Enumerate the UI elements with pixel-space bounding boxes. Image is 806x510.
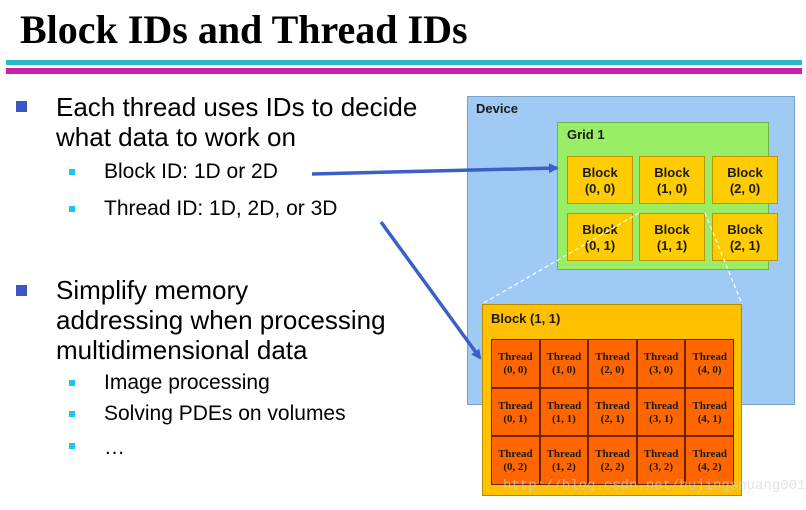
thread-cell: Thread(4, 2) — [685, 436, 734, 485]
bullet-icon — [16, 101, 27, 112]
block-index: (2, 1) — [729, 238, 761, 253]
thread-cell: Thread(2, 1) — [588, 387, 637, 437]
bullet-2-line-1: Simplify memory — [56, 275, 249, 305]
thread-cell: Thread(4, 1) — [685, 387, 734, 437]
zoom-guide-left-top — [481, 212, 640, 305]
block-index: (1, 1) — [656, 238, 688, 253]
block-1-0: Block (1, 0) — [639, 156, 705, 204]
thread-word: Thread — [692, 351, 727, 363]
watermark: http://blog.csdn.net/hujingshuang001 — [503, 478, 806, 494]
thread-cell: Thread(1, 1) — [539, 387, 589, 437]
thread-word: Thread — [546, 351, 582, 363]
sub-bullet-thread-id: Thread ID: 1D, 2D, or 3D — [104, 197, 338, 220]
block-index: (2, 0) — [729, 181, 761, 196]
block-0-1: Block (0, 1) — [567, 213, 633, 261]
sub-bullet-icon — [69, 206, 75, 212]
block-2-1: Block (2, 1) — [712, 213, 778, 261]
thread-cell: Thread(4, 0) — [685, 339, 734, 388]
thread-index: (3, 0) — [649, 364, 673, 376]
thread-word: Thread — [595, 448, 630, 461]
sub-bullet-block-id: Block ID: 1D or 2D — [104, 160, 278, 183]
thread-cell: Thread(0, 0) — [491, 339, 540, 388]
thread-cell: Thread(2, 0) — [588, 339, 637, 388]
thread-index: (3, 1) — [649, 412, 673, 425]
thread-word: Thread — [497, 448, 533, 461]
block-word: Block — [727, 165, 763, 180]
thread-index: (3, 2) — [649, 461, 673, 474]
thread-index: (4, 1) — [697, 412, 722, 425]
thread-index: (0, 0) — [503, 364, 528, 376]
thread-index: (4, 0) — [697, 364, 722, 376]
block-word: Block — [654, 165, 690, 180]
thread-word: Thread — [643, 351, 679, 363]
thread-index: (2, 0) — [600, 364, 625, 376]
arrow-thread-id — [379, 220, 482, 360]
bullet-2-line-2: addressing when processing — [56, 305, 386, 335]
bullet-icon — [16, 285, 27, 296]
grid-label: Grid 1 — [567, 127, 605, 142]
title-rule-cyan — [6, 60, 802, 65]
bullet-1-line-1: Each thread uses IDs to decide — [56, 92, 418, 122]
thread-cell: Thread(3, 0) — [636, 339, 686, 388]
thread-index: (1, 0) — [551, 364, 576, 376]
block-word: Block — [727, 222, 763, 237]
block-index: (1, 0) — [656, 181, 688, 196]
thread-cell: Thread(1, 2) — [539, 436, 589, 485]
block-index: (0, 1) — [584, 238, 616, 253]
block-word: Block — [582, 222, 618, 237]
device-label: Device — [476, 101, 518, 116]
thread-word: Thread — [497, 351, 533, 363]
thread-index: (2, 1) — [600, 412, 625, 425]
arrow-block-id — [311, 163, 559, 176]
thread-grid: Thread(0, 0)Thread(1, 0)Thread(2, 0)Thre… — [491, 339, 734, 485]
thread-word: Thread — [643, 399, 679, 412]
thread-cell: Thread(2, 2) — [588, 436, 637, 485]
thread-word: Thread — [595, 351, 630, 363]
thread-word: Thread — [692, 448, 727, 461]
sub-bullet-icon — [69, 169, 75, 175]
thread-word: Thread — [546, 448, 582, 461]
thread-cell: Thread(0, 1) — [491, 387, 540, 437]
sub-bullet-icon — [69, 380, 75, 386]
zoom-guide-right-top — [704, 212, 743, 305]
expanded-block-label: Block (1, 1) — [491, 311, 561, 326]
thread-cell: Thread(3, 2) — [636, 436, 686, 485]
block-word: Block — [582, 165, 618, 180]
thread-cell: Thread(0, 2) — [491, 436, 540, 485]
thread-word: Thread — [546, 399, 582, 412]
sub-bullet-icon — [69, 443, 75, 449]
thread-index: (0, 1) — [503, 412, 528, 425]
thread-word: Thread — [692, 399, 727, 412]
sub-bullet-pdes: Solving PDEs on volumes — [104, 402, 346, 425]
thread-word: Thread — [497, 399, 533, 412]
thread-word: Thread — [643, 448, 679, 461]
thread-cell: Thread(1, 0) — [539, 339, 589, 388]
thread-index: (4, 2) — [697, 461, 722, 474]
thread-index: (1, 2) — [551, 461, 576, 474]
block-2-0: Block (2, 0) — [712, 156, 778, 204]
bullet-2-line-3: multidimensional data — [56, 335, 308, 365]
block-0-0: Block (0, 0) — [567, 156, 633, 204]
sub-bullet-ellipsis: … — [104, 436, 125, 459]
thread-index: (0, 2) — [503, 461, 528, 474]
block-word: Block — [654, 222, 690, 237]
bullet-1-line-2: what data to work on — [56, 122, 296, 152]
thread-word: Thread — [595, 399, 630, 412]
title-rule-magenta — [6, 68, 802, 74]
slide-title: Block IDs and Thread IDs — [20, 7, 468, 52]
thread-index: (2, 2) — [600, 461, 625, 474]
thread-cell: Thread(3, 1) — [636, 387, 686, 437]
block-index: (0, 0) — [584, 181, 616, 196]
sub-bullet-icon — [69, 411, 75, 417]
sub-bullet-image-processing: Image processing — [104, 371, 270, 394]
thread-index: (1, 1) — [551, 412, 576, 425]
block-1-1: Block (1, 1) — [639, 213, 705, 261]
